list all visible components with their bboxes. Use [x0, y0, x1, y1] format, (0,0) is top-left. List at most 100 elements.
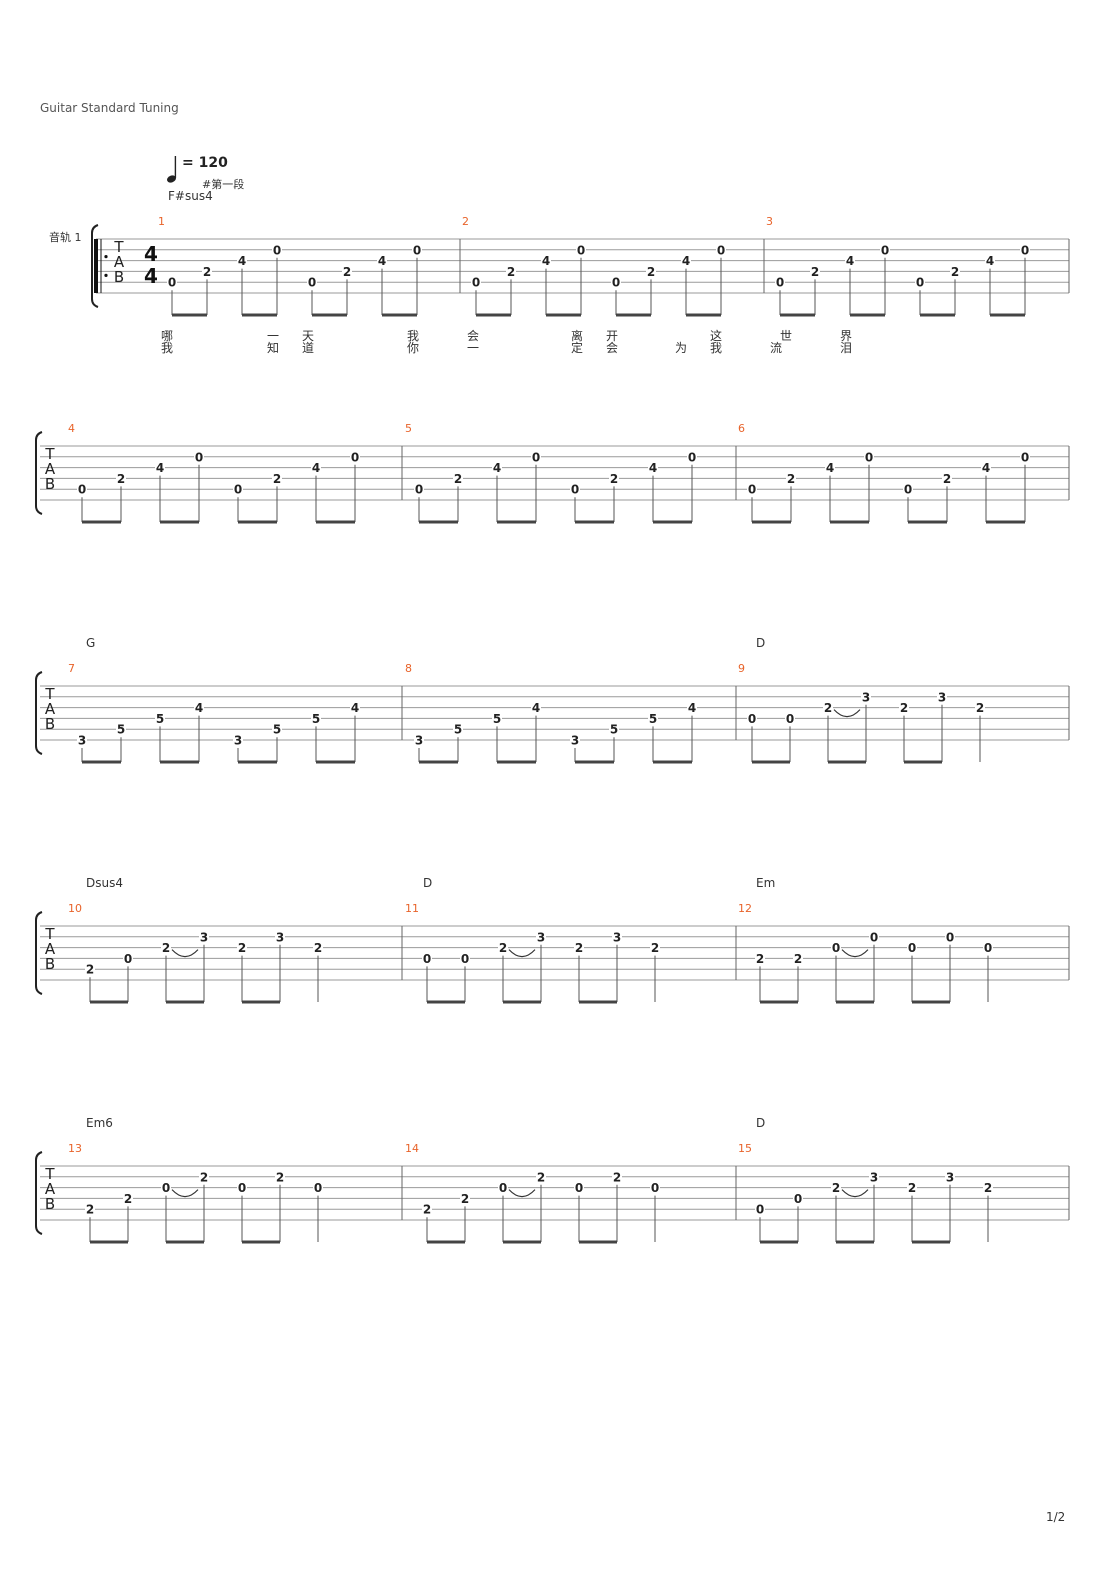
tuning-label: Guitar Standard Tuning — [40, 101, 179, 115]
fret-number: 3 — [537, 930, 545, 944]
fret-bg — [155, 461, 165, 474]
fret-number: 2 — [117, 472, 125, 486]
chord-name: Em6 — [86, 1116, 113, 1130]
repeat-thick-bar — [94, 239, 98, 293]
fret-bg — [77, 734, 87, 746]
page-number: 1/2 — [1046, 1510, 1066, 1524]
chord-name: Dsus4 — [86, 876, 123, 890]
fret-number: 0 — [577, 243, 585, 257]
fret-bg — [506, 265, 516, 278]
fret-bg — [650, 1181, 660, 1194]
fret-number: 0 — [314, 1181, 322, 1195]
fret-number: 0 — [651, 1181, 659, 1195]
fret-number: 4 — [238, 254, 246, 268]
fret-bg — [377, 254, 387, 267]
fret-bg — [311, 461, 321, 474]
fret-number: 4 — [312, 461, 320, 475]
fret-number: 5 — [117, 723, 125, 737]
fret-bg — [414, 734, 424, 746]
fret-number: 2 — [984, 1181, 992, 1195]
fret-bg — [123, 952, 133, 965]
fret-number: 0 — [717, 243, 725, 257]
fret-bg — [460, 952, 470, 965]
fret-number: 0 — [946, 930, 954, 944]
fret-bg — [123, 1192, 133, 1205]
fret-number: 0 — [575, 1181, 583, 1195]
fret-number: 0 — [881, 243, 889, 257]
fret-number: 0 — [78, 483, 86, 497]
time-signature-top: 4 — [144, 242, 158, 266]
fret-number: 0 — [748, 483, 756, 497]
lyric-syllable: 天 — [302, 329, 314, 343]
fret-bg — [1020, 450, 1030, 463]
fret-bg — [570, 734, 580, 746]
fret-number: 2 — [86, 963, 94, 977]
fret-number: 4 — [982, 461, 990, 475]
fret-bg — [755, 952, 765, 965]
chord-name: G — [86, 636, 95, 650]
fret-number: 0 — [776, 276, 784, 290]
tab-clef-letter: B — [45, 955, 55, 973]
fret-number: 0 — [916, 276, 924, 290]
fret-bg — [85, 1203, 95, 1216]
fret-number: 2 — [203, 265, 211, 279]
lyric-syllable: 一 — [267, 329, 279, 343]
fret-bg — [85, 963, 95, 976]
fret-number: 0 — [273, 243, 281, 257]
fret-number: 2 — [276, 1170, 284, 1184]
fret-bg — [831, 1181, 841, 1194]
fret-bg — [422, 1203, 432, 1216]
fret-bg — [648, 712, 658, 725]
fret-number: 4 — [846, 254, 854, 268]
lyric-syllable: 世 — [780, 329, 792, 343]
fret-bg — [492, 461, 502, 474]
fret-bg — [233, 483, 243, 496]
tab-clef-letter: T — [113, 238, 124, 256]
fret-number: 2 — [756, 952, 764, 966]
lyric-syllable: 我 — [710, 341, 722, 355]
fret-number: 0 — [865, 450, 873, 464]
fret-number: 3 — [938, 690, 946, 704]
fret-number: 2 — [613, 1170, 621, 1184]
fret-number: 2 — [787, 472, 795, 486]
fret-bg — [845, 254, 855, 267]
fret-number: 0 — [904, 483, 912, 497]
fret-bg — [161, 1181, 171, 1194]
fret-bg — [915, 276, 925, 289]
fret-bg — [907, 1181, 917, 1194]
fret-number: 2 — [238, 941, 246, 955]
fret-bg — [687, 701, 697, 714]
fret-number: 0 — [984, 941, 992, 955]
fret-number: 5 — [610, 723, 618, 737]
fret-bg — [823, 701, 833, 714]
tab-clef-letter: T — [44, 445, 55, 463]
fret-number: 3 — [870, 1170, 878, 1184]
fret-number: 0 — [756, 1203, 764, 1217]
fret-bg — [612, 1170, 622, 1183]
fret-number: 4 — [351, 701, 359, 715]
tie-arc — [171, 949, 199, 958]
fret-bg — [531, 450, 541, 463]
fret-bg — [945, 1170, 955, 1183]
fret-bg — [313, 941, 323, 954]
fret-number: 2 — [343, 265, 351, 279]
fret-bg — [161, 941, 171, 954]
fret-number: 2 — [162, 941, 170, 955]
fret-bg — [412, 243, 422, 256]
fret-number: 3 — [276, 930, 284, 944]
fret-number: 4 — [986, 254, 994, 268]
fret-bg — [275, 930, 285, 943]
fret-number: 0 — [571, 483, 579, 497]
fret-bg — [975, 701, 985, 714]
fret-bg — [574, 1181, 584, 1194]
system-bracket — [91, 224, 99, 308]
lyric-syllable: 我 — [161, 341, 173, 355]
measure-number: 2 — [462, 215, 469, 228]
fret-bg — [574, 941, 584, 954]
fret-bg — [786, 472, 796, 485]
fret-bg — [116, 472, 126, 485]
fret-number: 0 — [162, 1181, 170, 1195]
fret-number: 0 — [832, 941, 840, 955]
chord-name: D — [756, 1116, 765, 1130]
chord-name: D — [756, 636, 765, 650]
